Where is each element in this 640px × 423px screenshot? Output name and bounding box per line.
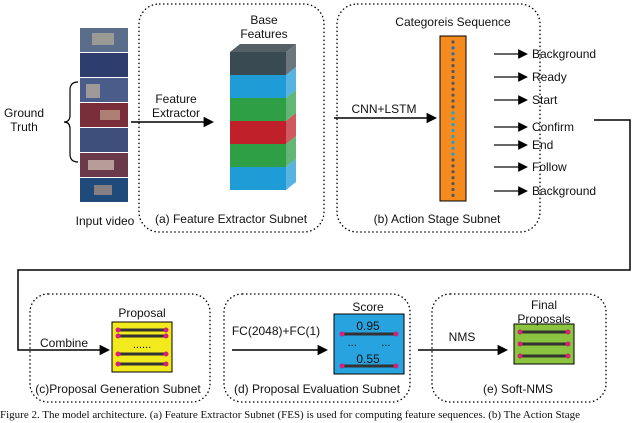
category-dot (451, 140, 455, 144)
category-label-follow: Follow (532, 160, 567, 174)
category-dot (451, 111, 455, 115)
ground-truth-label: Ground Truth (4, 106, 45, 134)
feature-stack (230, 44, 296, 190)
category-dot (451, 123, 455, 127)
category-dot (451, 75, 455, 79)
category-dot (451, 46, 455, 50)
category-dot (451, 193, 455, 197)
category-label-start: Start (532, 93, 558, 107)
proposal-evaluation-subnet-label: (d) Proposal Evaluation Subnet (233, 382, 401, 396)
category-arrows (494, 49, 528, 196)
proposal-evaluation-subnet-box (223, 293, 411, 403)
action-stage-subnet-box (336, 3, 541, 233)
category-dot (451, 64, 455, 68)
feature-layer-front (230, 144, 286, 167)
category-dot (451, 146, 455, 150)
score-segments (339, 331, 399, 369)
category-dot (451, 93, 455, 97)
category-label-end: End (532, 138, 554, 152)
score-box-title: Score (352, 300, 384, 314)
proposal-box-title: Proposal (118, 306, 166, 320)
category-dot (451, 187, 455, 192)
cnn-lstm-label: CNN+LSTM (351, 102, 417, 116)
feature-layer-side (286, 44, 296, 75)
input-video-frames (80, 28, 128, 202)
category-dot (451, 58, 455, 62)
category-label-ready: Ready (532, 70, 567, 84)
feature-layer-side (286, 159, 296, 190)
base-features-label: Base Features (240, 13, 288, 41)
soft-nms-box (431, 293, 607, 403)
category-label-confirm: Confirm (532, 120, 575, 134)
feature-layer-side (286, 67, 296, 98)
video-frame (80, 53, 128, 77)
proposal-segments (115, 327, 169, 367)
category-dot (451, 158, 455, 162)
feature-layer-front (230, 52, 286, 75)
category-dot (451, 152, 455, 156)
category-dot (451, 105, 455, 109)
category-label-background-2: Background (532, 184, 597, 198)
figure-caption: Figure 2. The model architecture. (a) Fe… (0, 409, 580, 421)
category-sequence-bar (439, 35, 467, 202)
combine-label: Combine (40, 336, 89, 350)
feature-extractor-label: Feature Extractor (151, 92, 201, 120)
feature-layer-side (286, 113, 296, 144)
category-dot (451, 99, 455, 103)
feature-layer-side (286, 136, 296, 167)
score-top-value: 0.95 (356, 319, 380, 333)
category-dot (451, 134, 455, 138)
feature-stack-top (230, 44, 296, 52)
proposal-dots: ...... (132, 339, 152, 351)
category-dot (451, 117, 455, 121)
proposal-generation-subnet-label: (c)Proposal Generation Subnet (35, 382, 201, 396)
category-dot (451, 176, 455, 180)
category-dot (451, 69, 455, 74)
action-stage-subnet-label: (b) Action Stage Subnet (373, 212, 501, 226)
score-bottom-value: 0.55 (356, 352, 380, 366)
category-dot (451, 164, 455, 168)
category-dot (451, 52, 455, 56)
input-video-label: Input video (75, 214, 135, 228)
soft-nms-label: (e) Soft-NMS (482, 382, 554, 396)
category-label-background: Background (532, 47, 597, 61)
ground-truth-brace (63, 81, 79, 163)
combine-connector-arrow (17, 119, 631, 356)
feature-extractor-subnet-label: (a) Feature Extractor Subnet (154, 212, 308, 226)
fc-label: FC(2048)+FC(1) (231, 324, 321, 338)
score-box (333, 313, 405, 375)
category-dot (451, 40, 455, 44)
video-frame (80, 128, 128, 152)
nms-label: NMS (448, 330, 476, 344)
final-proposals-title: Final Proposals (517, 298, 571, 326)
final-proposal-segments (517, 329, 571, 359)
category-dot (451, 182, 455, 186)
feature-layer-front (230, 167, 286, 190)
feature-extractor-subnet-box (138, 3, 325, 233)
category-dot (451, 128, 455, 133)
category-dot (451, 170, 455, 174)
feature-layer-side (286, 90, 296, 121)
feature-layer-front (230, 75, 286, 98)
feature-layer-front (230, 121, 286, 144)
category-dot (451, 87, 455, 91)
categories-sequence-title: Categoreis Sequence (395, 15, 511, 29)
feature-layer-front (230, 98, 286, 121)
score-dots: ... ... (347, 337, 391, 349)
proposal-generation-subnet-box (29, 293, 211, 403)
category-dot (451, 81, 455, 85)
